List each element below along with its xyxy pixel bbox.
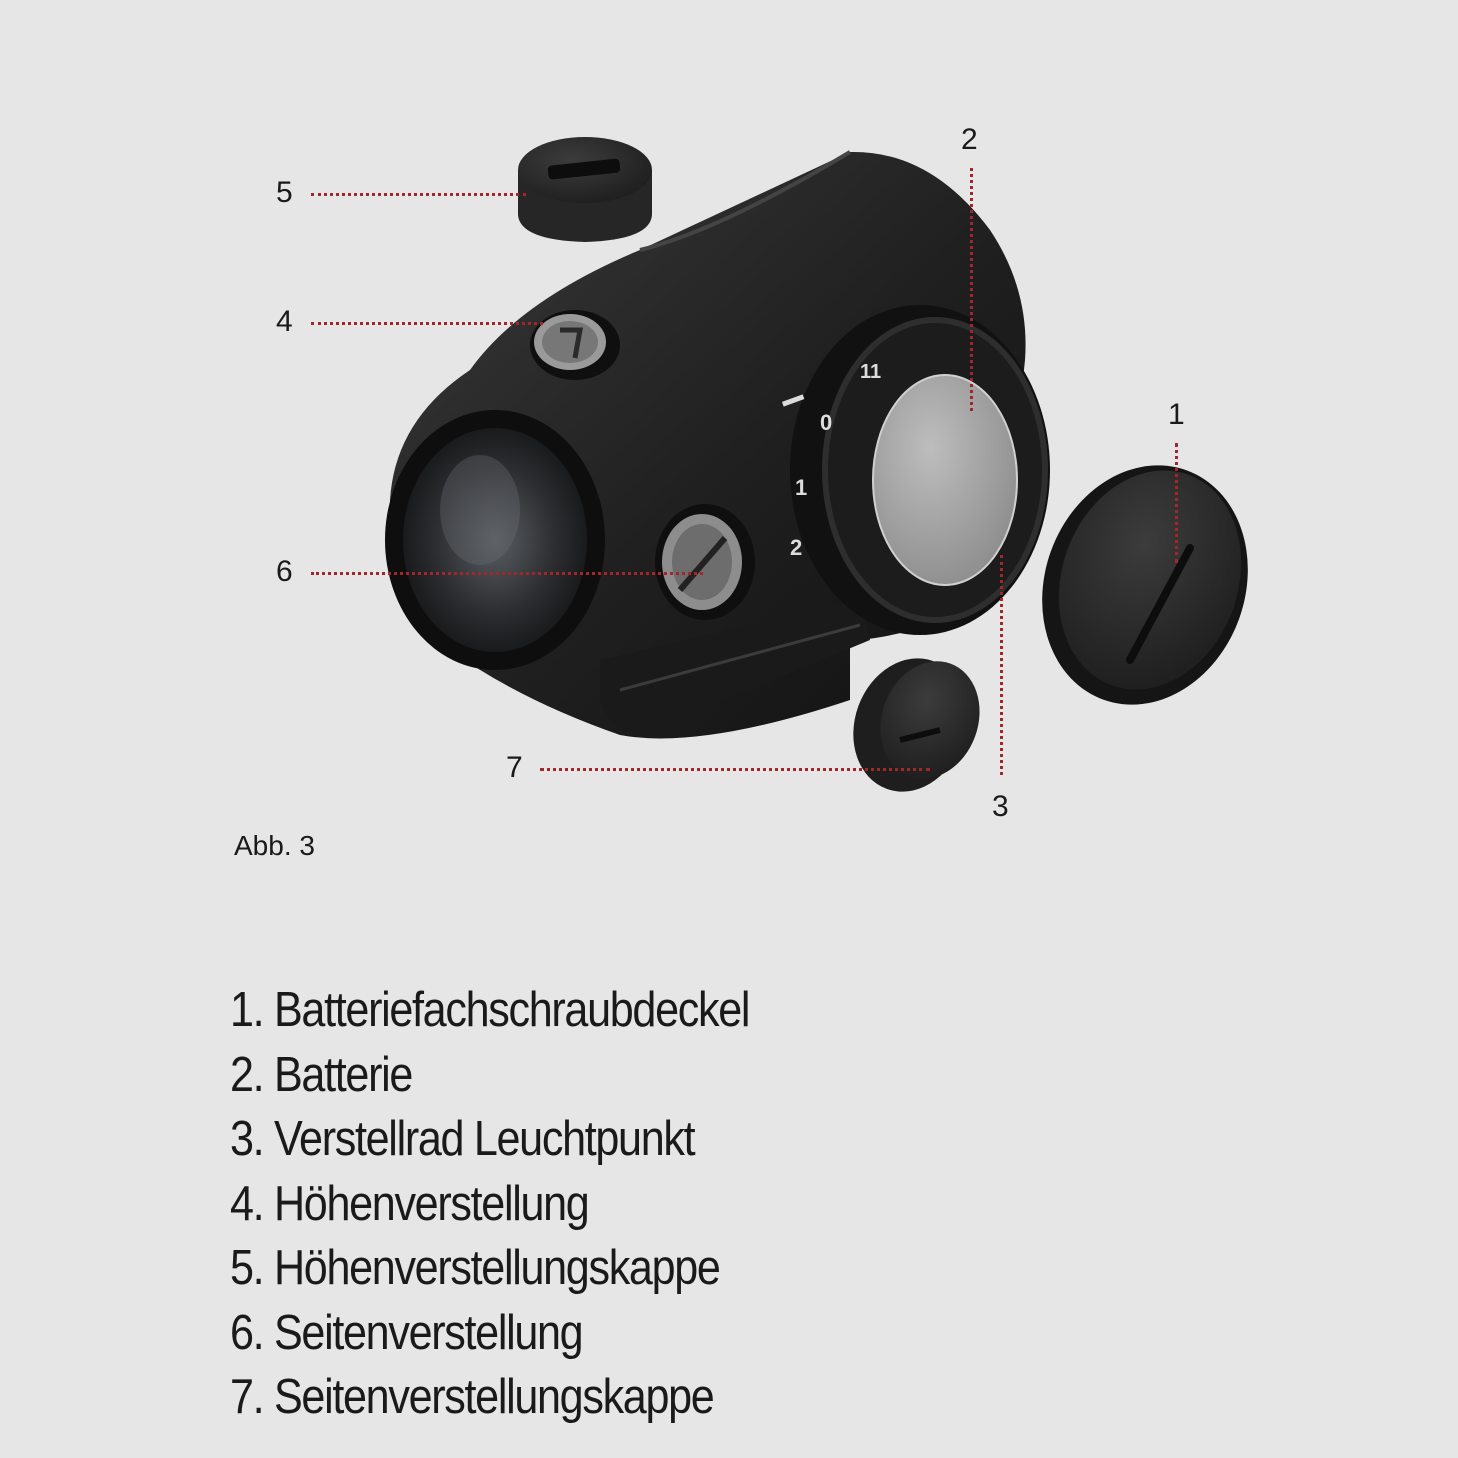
svg-text:11: 11 [860,361,881,383]
battery [872,374,1018,586]
figure-caption: Abb. 3 [234,830,315,861]
callout-number-7: 7 [506,751,523,784]
leader-line-4 [311,322,543,325]
svg-text:1: 1 [795,475,807,500]
callout-number-4: 4 [276,305,293,338]
legend-item-1: 1. Batteriefachschraubdeckel [230,983,750,1037]
legend-item-3: 3. Verstellrad Leuchtpunkt [230,1112,696,1166]
elevation-cap [518,137,652,242]
leader-line-5 [311,193,526,196]
leader-line-3 [1000,555,1003,775]
leader-line-7 [540,768,930,771]
battery-cover [1042,465,1248,705]
svg-text:2: 2 [790,535,802,560]
windage-turret [655,504,755,620]
svg-text:0: 0 [820,410,832,435]
elevation-turret [530,310,620,380]
windage-cap [853,658,980,792]
objective-lens [385,410,605,670]
callout-number-6: 6 [276,555,293,588]
legend-item-4: 4. Höhenverstellung [230,1176,590,1231]
legend-item-7: 7. Seitenverstellungskappe [230,1370,715,1424]
callout-number-2: 2 [961,123,978,156]
callout-number-3: 3 [992,790,1009,823]
parts-legend: 1. Batteriefachschraubdeckel 2. Batterie… [230,978,820,1430]
callout-number-1: 1 [1168,398,1185,431]
callout-number-5: 5 [276,176,293,209]
leader-line-1 [1175,443,1178,563]
legend-item-5: 5. Höhenverstellungskappe [230,1241,721,1295]
legend-item-6: 6. Seitenverstellung [230,1305,584,1360]
leader-line-2 [970,168,973,411]
legend-item-2: 2. Batterie [230,1047,413,1102]
leader-line-6 [311,572,703,575]
